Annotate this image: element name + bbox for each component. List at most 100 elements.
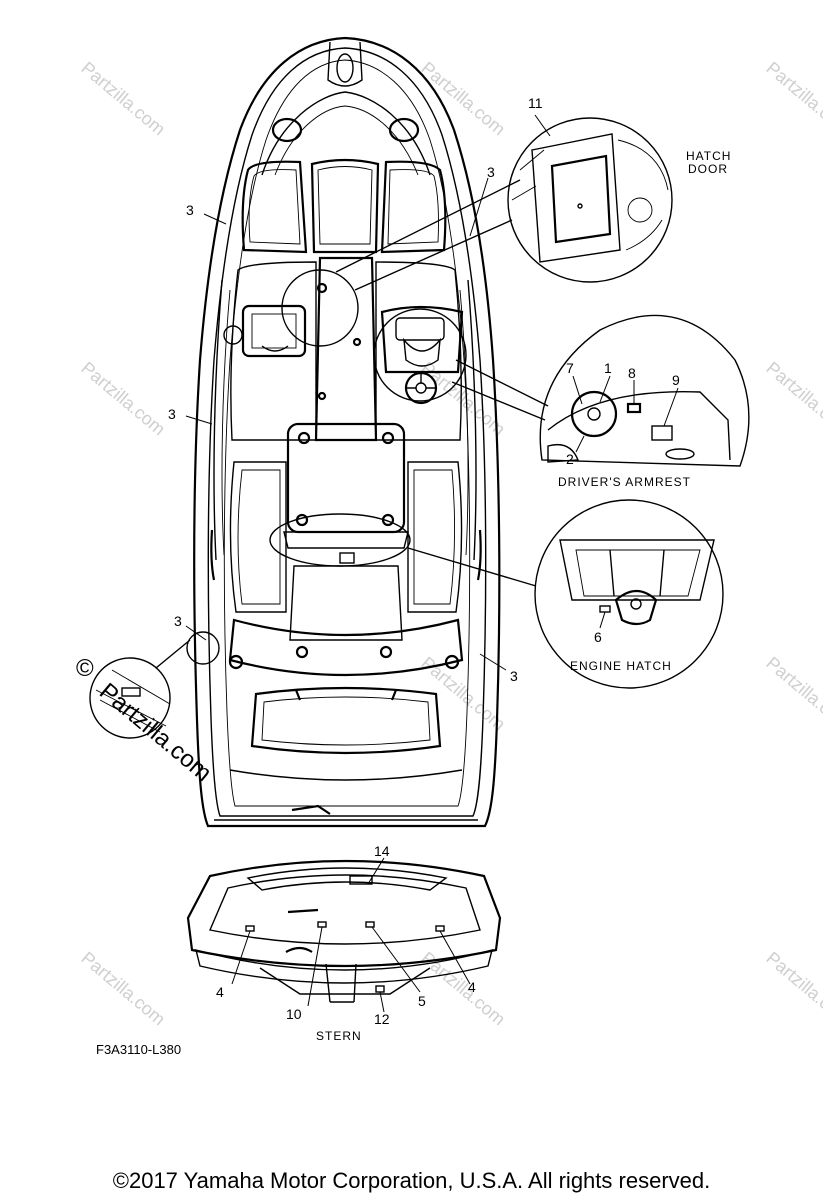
caption-engine-hatch: ENGINE HATCH bbox=[570, 659, 672, 673]
callout-3: 3 bbox=[174, 613, 182, 629]
bow-cushion-center bbox=[310, 158, 380, 254]
watermark: Partzilla.com bbox=[762, 58, 823, 140]
callout-leader-3 bbox=[185, 625, 207, 641]
watermark: Partzilla.com bbox=[77, 948, 169, 1030]
starboard-rail-inner bbox=[459, 289, 469, 556]
callout-leader-4 bbox=[439, 930, 471, 985]
bow-cushion-right bbox=[380, 160, 447, 254]
callout-3: 3 bbox=[168, 406, 176, 422]
bow-cushion-right-inner bbox=[387, 169, 439, 245]
engine-hatch-detail bbox=[407, 499, 724, 689]
callout-leader-5 bbox=[371, 926, 421, 993]
callout-leader-12 bbox=[379, 991, 385, 1013]
aft-bench bbox=[228, 618, 464, 677]
leader-line bbox=[451, 381, 546, 421]
hatch-handle-pivot bbox=[630, 598, 642, 610]
hatch-bolt bbox=[297, 431, 311, 445]
callout-2: 2 bbox=[566, 451, 574, 467]
zoom-circle-port-rail bbox=[186, 631, 220, 665]
cup-holders bbox=[665, 448, 695, 460]
door-latch bbox=[577, 203, 583, 209]
callout-5: 5 bbox=[418, 993, 426, 1009]
callout-3: 3 bbox=[186, 202, 194, 218]
port-rail-detail bbox=[89, 639, 191, 739]
label-4-left bbox=[245, 925, 255, 932]
passenger-glovebox bbox=[241, 304, 307, 358]
dash-panel bbox=[395, 317, 445, 341]
stern-top-deck bbox=[246, 867, 448, 891]
rear-handle-left bbox=[294, 689, 302, 701]
hatch-latch bbox=[339, 552, 355, 564]
bow-cushion-left bbox=[241, 160, 308, 254]
callout-11: 11 bbox=[528, 95, 543, 111]
detail-circle bbox=[89, 657, 171, 739]
steering-wheel bbox=[404, 371, 438, 405]
cleat-detail bbox=[627, 197, 653, 223]
callout-4: 4 bbox=[468, 979, 476, 995]
leader-line bbox=[455, 359, 549, 407]
hatch-rim bbox=[559, 539, 715, 601]
callout-6: 6 bbox=[594, 629, 602, 645]
zoom-circle-armrest bbox=[373, 308, 467, 402]
hull-detail bbox=[617, 139, 669, 251]
starboard-seat bbox=[407, 461, 463, 613]
leader-line bbox=[155, 639, 191, 669]
watermark: Partzilla.com bbox=[762, 358, 823, 440]
label-4-right bbox=[435, 925, 445, 932]
aft-cleat-right bbox=[379, 645, 393, 659]
callout-leader-4 bbox=[231, 930, 251, 985]
hull-outline bbox=[193, 36, 501, 828]
callout-9: 9 bbox=[672, 372, 680, 388]
rear-handle-right bbox=[390, 689, 398, 701]
caption-hatch-door-line1: HATCH bbox=[686, 149, 731, 163]
bow-light bbox=[336, 53, 354, 83]
port-rail bbox=[213, 279, 223, 561]
hatch-front bbox=[283, 531, 409, 549]
starboard-grab-handle bbox=[476, 529, 482, 581]
callout-leader-3 bbox=[479, 653, 507, 671]
helm-seat-base bbox=[403, 337, 441, 367]
transom-step bbox=[291, 804, 331, 815]
sun-pad-inner bbox=[261, 696, 431, 746]
door-panel bbox=[550, 154, 612, 244]
stern-handle bbox=[287, 908, 319, 914]
bow-deck-curve-inner bbox=[274, 105, 419, 176]
driver-console bbox=[380, 305, 464, 374]
leader-line bbox=[354, 219, 513, 291]
stern-inner bbox=[209, 874, 481, 945]
rail-detail bbox=[95, 669, 171, 733]
stern-outline bbox=[186, 859, 502, 968]
steering-wheel-detail bbox=[570, 390, 618, 438]
figure-code: F3A3110-L380 bbox=[96, 1042, 181, 1057]
rail-label bbox=[121, 687, 141, 697]
callout-12: 12 bbox=[374, 1011, 390, 1027]
swim-platform bbox=[229, 769, 463, 781]
aft-drain-right bbox=[444, 654, 460, 670]
cockpit-floor-right bbox=[375, 261, 462, 441]
port-grab-handle bbox=[210, 529, 216, 581]
callout-leader bbox=[534, 114, 551, 137]
dash-shape bbox=[547, 390, 731, 461]
watermark: Partzilla.com bbox=[77, 58, 169, 140]
port-rail-inner bbox=[221, 289, 231, 556]
hatch-bolt bbox=[295, 513, 309, 527]
label-10 bbox=[317, 921, 327, 928]
bow-nose bbox=[327, 41, 363, 87]
hull-deck-line bbox=[223, 59, 471, 807]
hatch-door-detail bbox=[335, 114, 673, 291]
bow-cleat-left bbox=[271, 117, 303, 143]
label-9 bbox=[651, 425, 673, 441]
callout-leader-3 bbox=[185, 415, 213, 425]
callout-7: 7 bbox=[566, 360, 574, 376]
callout-4: 4 bbox=[216, 984, 224, 1000]
port-seat-inner bbox=[237, 469, 281, 605]
cockpit-floor bbox=[230, 261, 317, 441]
copyright-notice: ©2017 Yamaha Motor Corporation, U.S.A. A… bbox=[112, 1168, 711, 1193]
passenger-console-handle bbox=[261, 345, 289, 352]
callout-leader-6 bbox=[599, 611, 606, 629]
label-5 bbox=[365, 921, 375, 928]
starboard-rail bbox=[467, 279, 477, 561]
detail-circle bbox=[534, 499, 724, 689]
callout-leader-2 bbox=[575, 435, 585, 453]
